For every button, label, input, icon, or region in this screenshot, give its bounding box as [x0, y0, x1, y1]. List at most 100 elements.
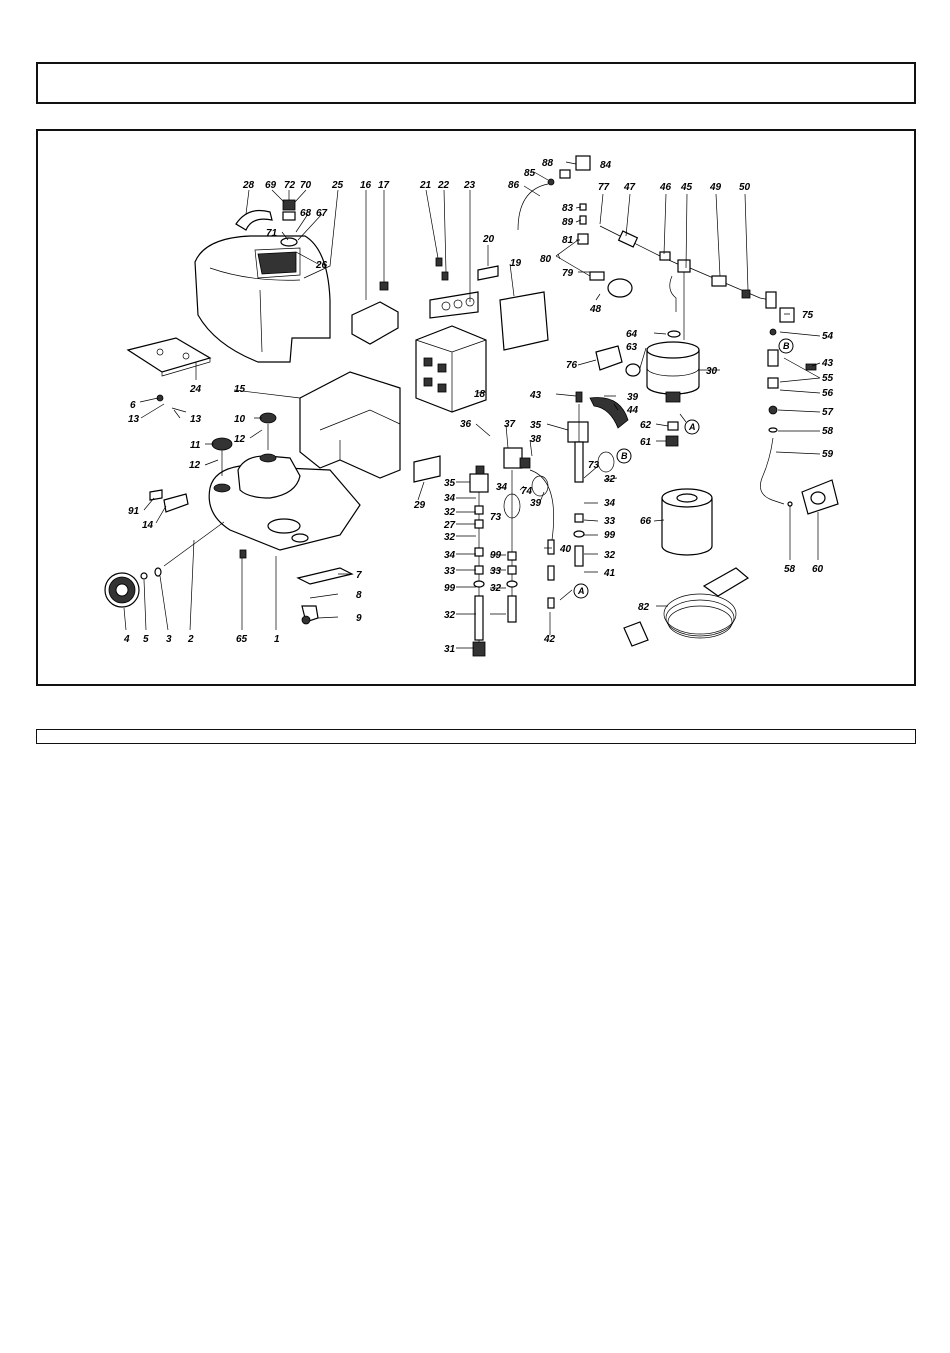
callout-label: 43 [821, 358, 834, 369]
callout-label: 33 [444, 566, 456, 577]
callout-label: 30 [706, 366, 718, 377]
callout-label: 47 [623, 182, 636, 193]
callout-label: 4 [123, 634, 130, 645]
callout-label: 59 [822, 449, 834, 460]
marker-a: A [577, 586, 585, 596]
callout-label: 70 [300, 180, 312, 191]
callout-label: 91 [128, 506, 140, 517]
callout-label: 45 [680, 182, 693, 193]
callout-label: 77 [598, 182, 610, 193]
callout-label: 12 [234, 434, 246, 445]
callout-label: 9 [356, 613, 362, 624]
callout-label: 35 [444, 478, 456, 489]
marker-b: B [783, 341, 790, 351]
handle-part [235, 209, 273, 231]
callout-label: 10 [234, 414, 246, 425]
control-box-part [415, 325, 487, 413]
callout-label: 2 [187, 634, 194, 645]
callout-label: 26 [315, 260, 328, 271]
callout-label: 39 [530, 498, 542, 509]
callout-label: 43 [529, 390, 542, 401]
callout-label: 38 [530, 434, 542, 445]
marker-b: B [621, 451, 628, 461]
boiler-part [646, 330, 700, 403]
callout-label: 31 [444, 644, 456, 655]
callout-label: 99 [444, 583, 456, 594]
callout-label: 73 [588, 460, 600, 471]
pump-assembly-center [547, 391, 629, 609]
callout-label: 50 [739, 182, 751, 193]
parts-table-header [36, 729, 916, 744]
callout-label: 64 [626, 329, 638, 340]
callout-label: 18 [474, 389, 486, 400]
callout-label: 48 [589, 304, 602, 315]
callout-label: 14 [142, 520, 154, 531]
callout-label: 41 [603, 568, 616, 579]
callout-label: 44 [626, 405, 639, 416]
callout-label: 69 [265, 180, 277, 191]
callout-label: 67 [316, 208, 328, 219]
callout-label: 82 [638, 602, 650, 613]
callout-label: 29 [413, 500, 426, 511]
callout-label: 81 [562, 235, 574, 246]
callout-label: 17 [378, 180, 390, 191]
callout-label: 40 [559, 544, 572, 555]
callout-label: 89 [562, 217, 574, 228]
insulation-part [661, 488, 713, 556]
callout-label: 1 [274, 634, 280, 645]
callout-label: 86 [508, 180, 520, 191]
callout-label: 65 [236, 634, 248, 645]
callout-label: 7 [356, 570, 362, 581]
wheel-part [104, 572, 140, 608]
knob-part [282, 199, 296, 211]
callout-label: 62 [640, 420, 652, 431]
callout-label: 32 [604, 550, 616, 561]
title-box [36, 62, 916, 104]
marker-a: A [688, 422, 696, 432]
callout-label: 13 [190, 414, 202, 425]
callout-label: 21 [419, 180, 432, 191]
callout-label: 33 [604, 516, 616, 527]
callout-label: 80 [540, 254, 552, 265]
callout-label: 79 [562, 268, 574, 279]
callout-label: 83 [562, 203, 574, 214]
callout-label: 32 [444, 610, 456, 621]
callout-label: 57 [822, 407, 834, 418]
callout-label: 61 [640, 437, 652, 448]
callout-label: 27 [443, 520, 456, 531]
callout-label: 84 [600, 160, 612, 171]
callout-label: 33 [490, 566, 502, 577]
callout-label: 34 [496, 482, 508, 493]
callout-label: 5 [143, 634, 149, 645]
callout-label: 66 [640, 516, 652, 527]
callout-label: 42 [543, 634, 556, 645]
pump-assembly-left [469, 465, 489, 657]
callout-label: 85 [524, 168, 536, 179]
callout-label: 22 [437, 180, 450, 191]
valve-assembly-right [760, 291, 839, 515]
callout-label: 13 [128, 414, 140, 425]
callout-label: 60 [812, 564, 824, 575]
callout-label: 8 [356, 590, 362, 601]
callout-label: 32 [444, 507, 456, 518]
bracket-part [351, 301, 399, 345]
pad-part [126, 337, 212, 373]
callout-labels: 28 69 72 70 25 68 67 71 26 16 17 21 22 2… [123, 158, 834, 655]
callout-label: 63 [626, 342, 638, 353]
callout-label: 3 [166, 634, 172, 645]
callout-label: 56 [822, 388, 834, 399]
callout-label: 32 [444, 532, 456, 543]
callout-label: 25 [331, 180, 344, 191]
callout-label: 72 [284, 180, 296, 191]
callout-label: 20 [482, 234, 495, 245]
callout-label: 55 [822, 373, 834, 384]
callout-label: 16 [360, 180, 372, 191]
callout-label: 46 [659, 182, 672, 193]
callout-label: 28 [242, 180, 255, 191]
callout-label: 73 [490, 512, 502, 523]
callout-label: 35 [530, 420, 542, 431]
steam-hose-part [623, 567, 750, 647]
callout-label: 12 [189, 460, 201, 471]
exploded-diagram-frame [36, 129, 916, 686]
